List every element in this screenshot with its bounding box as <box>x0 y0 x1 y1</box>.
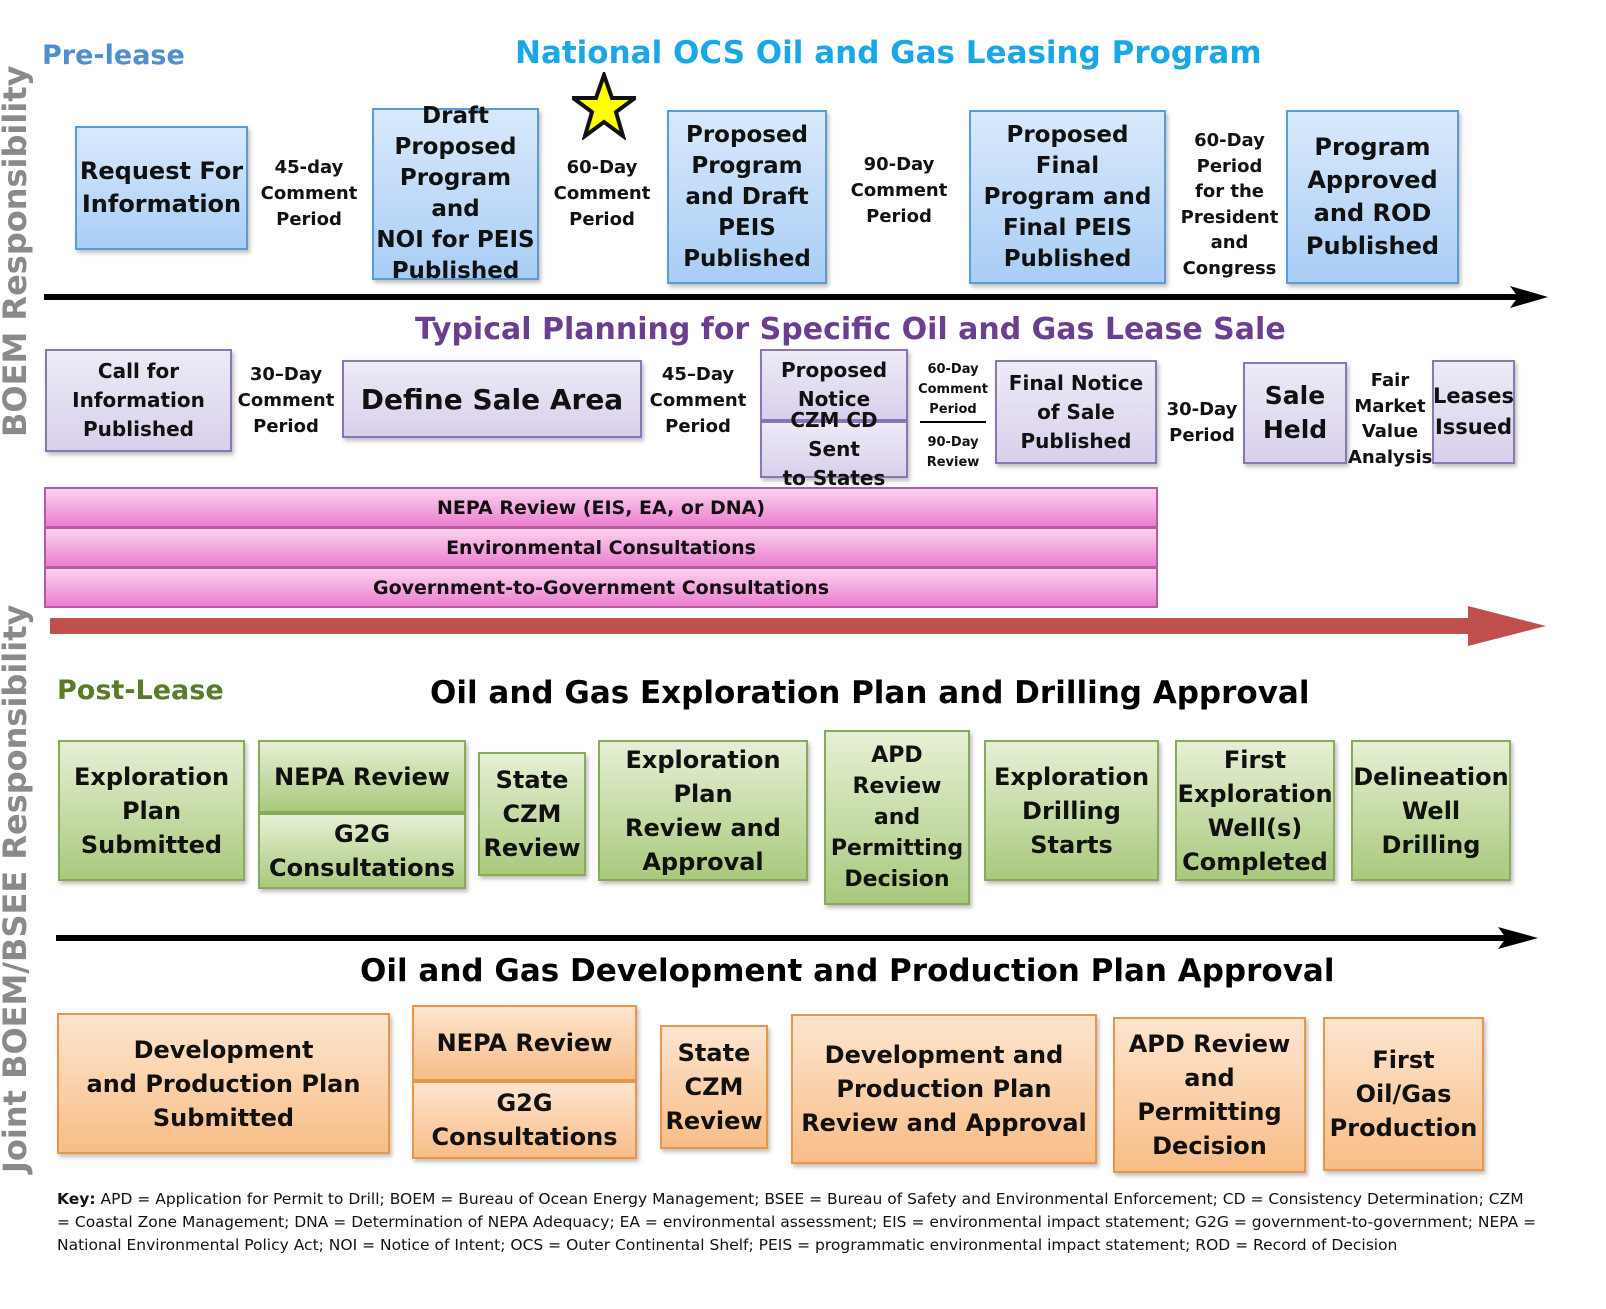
lease-period-60: 60-Day Comment Period <box>918 362 988 417</box>
prelease-label: Pre-lease <box>42 40 185 71</box>
g2g-consultations-box: G2G Consultations <box>258 813 466 889</box>
joint-responsibility-label: Joint BOEM/BSEE Responsibility <box>0 604 34 1173</box>
lease-period-30b: 30-Day Period <box>1166 399 1238 446</box>
draft-proposed-program-box: Draft Proposed Program and NOI for PEIS … <box>372 103 539 284</box>
exploration-drilling-starts-box: Exploration Drilling Starts <box>984 740 1159 881</box>
prelease-period-president: 60-Day Period for the President and Cong… <box>1180 130 1279 279</box>
prelease-period-45: 45-day Comment Period <box>260 157 358 230</box>
postlease-title: Oil and Gas Exploration Plan and Drillin… <box>430 675 1310 711</box>
star-icon <box>572 72 636 140</box>
key-text: APD = Application for Permit to Drill; B… <box>57 1190 1537 1254</box>
lease-sale-title: Typical Planning for Specific Oil and Ga… <box>415 312 1286 347</box>
postlease-label: Post-Lease <box>57 675 224 706</box>
prelease-period-60: 60-Day Comment Period <box>553 157 651 230</box>
leases-issued-box: Leases Issued <box>1432 360 1515 464</box>
first-exploration-well-box: First Exploration Well(s) Completed <box>1175 740 1335 881</box>
program-approved-box: Program Approved and ROD Published <box>1286 110 1459 284</box>
lease-period-30: 30–Day Comment Period <box>237 364 335 437</box>
proposed-notice-box: Proposed Notice <box>760 349 908 421</box>
proposed-final-program-box: Proposed Final Program and Final PEIS Pu… <box>969 110 1166 284</box>
development-title: Oil and Gas Development and Production P… <box>360 953 1335 989</box>
arrow-right-icon <box>56 927 1538 949</box>
sale-held-box: Sale Held <box>1243 362 1347 464</box>
environmental-consultations-bar: Environmental Consultations <box>44 527 1158 568</box>
boem-responsibility-label: BOEM Responsibility <box>0 65 34 437</box>
czm-cd-sent-box: CZM CD Sent to States <box>760 408 908 490</box>
dpp-review-approval-box: Development and Production Plan Review a… <box>791 1014 1097 1164</box>
first-oil-gas-production-box: First Oil/Gas Production <box>1323 1017 1484 1171</box>
apd-review-box: APD Review and Permitting Decision <box>824 730 970 905</box>
lease-period-90: 90-Day Review <box>926 435 980 470</box>
call-for-information-box: Call for Information Published <box>45 349 232 452</box>
arrow-right-icon <box>44 286 1548 308</box>
prelease-period-90: 90-Day Comment Period <box>850 154 948 227</box>
dev-g2g-consultations-box: G2G Consultations <box>412 1081 637 1159</box>
period-divider <box>920 421 986 423</box>
dev-apd-review-box: APD Review and Permitting Decision <box>1113 1017 1306 1173</box>
key-legend: Key: APD = Application for Permit to Dri… <box>57 1188 1537 1257</box>
fair-market-value-label: Fair Market Value Analysis <box>1348 370 1433 468</box>
dev-nepa-review-box: NEPA Review <box>412 1005 637 1081</box>
dpp-submitted-box: Development and Production Plan Submitte… <box>57 1013 390 1154</box>
key-label: Key: <box>57 1190 96 1208</box>
red-arrow-icon <box>50 606 1546 646</box>
g2g-consultations-bar: Government-to-Government Consultations <box>44 567 1158 608</box>
lease-period-45: 45–Day Comment Period <box>649 364 747 437</box>
define-sale-area-box: Define Sale Area <box>342 360 642 438</box>
nepa-review-box: NEPA Review <box>258 740 466 813</box>
exploration-plan-review-box: Exploration Plan Review and Approval <box>598 740 808 881</box>
prelease-title: National OCS Oil and Gas Leasing Program <box>515 35 1262 71</box>
proposed-program-box: Proposed Program and Draft PEIS Publishe… <box>667 110 827 284</box>
dev-state-czm-review-box: State CZM Review <box>660 1025 768 1149</box>
final-notice-of-sale-box: Final Notice of Sale Published <box>995 360 1157 464</box>
nepa-review-bar: NEPA Review (EIS, EA, or DNA) <box>44 487 1158 528</box>
delineation-well-drilling-box: Delineation Well Drilling <box>1351 740 1511 881</box>
exploration-plan-submitted-box: Exploration Plan Submitted <box>58 740 245 881</box>
request-for-information-box: Request For Information <box>75 126 248 250</box>
state-czm-review-box: State CZM Review <box>478 752 586 876</box>
